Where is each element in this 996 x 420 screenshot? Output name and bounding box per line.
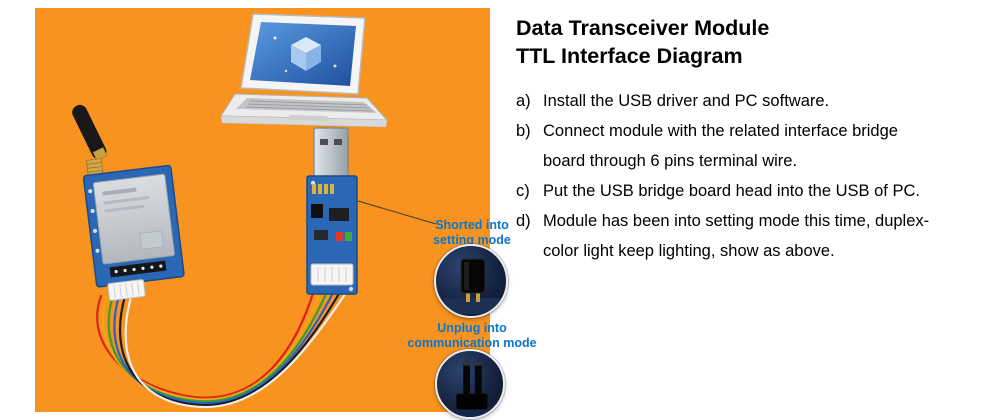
callout-label-setting-mode: Shorted into setting mode (410, 218, 534, 248)
item-line: board through 6 pins terminal wire. (543, 152, 798, 170)
callout-label-line: setting mode (433, 232, 511, 247)
illustration-panel (35, 8, 490, 412)
callout-label-communication-mode: Unplug into communication mode (393, 321, 551, 351)
jumper-shorted-icon (444, 258, 502, 314)
antenna-icon (72, 104, 108, 161)
six-pin-terminal-wire-icon (96, 285, 352, 409)
callout-label-line: Unplug into (437, 321, 507, 335)
hardware-illustration (72, 13, 389, 409)
callout-image-jumper-unplugged (435, 349, 505, 419)
item-prefix: a) (516, 92, 531, 110)
item-line: Install the USB driver and PC software. (543, 92, 830, 110)
item-line: Put the USB bridge board head into the U… (543, 182, 920, 200)
item-prefix: b) (516, 122, 531, 140)
instruction-item-d: d) Module has been into setting mode thi… (516, 206, 984, 266)
title-line-2: TTL Interface Diagram (516, 44, 743, 68)
callout-image-jumper-shorted (434, 244, 508, 318)
usb-bridge-board-icon (306, 127, 358, 295)
instruction-item-b: b) Connect module with the related inter… (516, 116, 984, 176)
rf-module-with-antenna-icon (72, 104, 185, 301)
instruction-item-a: a) Install the USB driver and PC softwar… (516, 86, 984, 116)
item-line: Connect module with the related interfac… (543, 122, 898, 140)
callout-label-line: Shorted into (435, 218, 509, 232)
item-line: color light keep lighting, show as above… (543, 242, 835, 260)
instructions-panel: Data Transceiver Module TTL Interface Di… (516, 14, 984, 266)
instruction-list: a) Install the USB driver and PC softwar… (516, 86, 984, 266)
laptop-icon (220, 13, 389, 128)
title-line-1: Data Transceiver Module (516, 16, 770, 40)
jumper-unplugged-icon (448, 361, 496, 417)
callout-label-line: communication mode (407, 335, 537, 350)
item-line: Module has been into setting mode this t… (543, 212, 930, 230)
instruction-item-c: c) Put the USB bridge board head into th… (516, 176, 984, 206)
item-prefix: d) (516, 212, 531, 230)
setting-jumper-icon (311, 204, 323, 218)
item-prefix: c) (516, 182, 530, 200)
page-title: Data Transceiver Module TTL Interface Di… (516, 14, 984, 70)
